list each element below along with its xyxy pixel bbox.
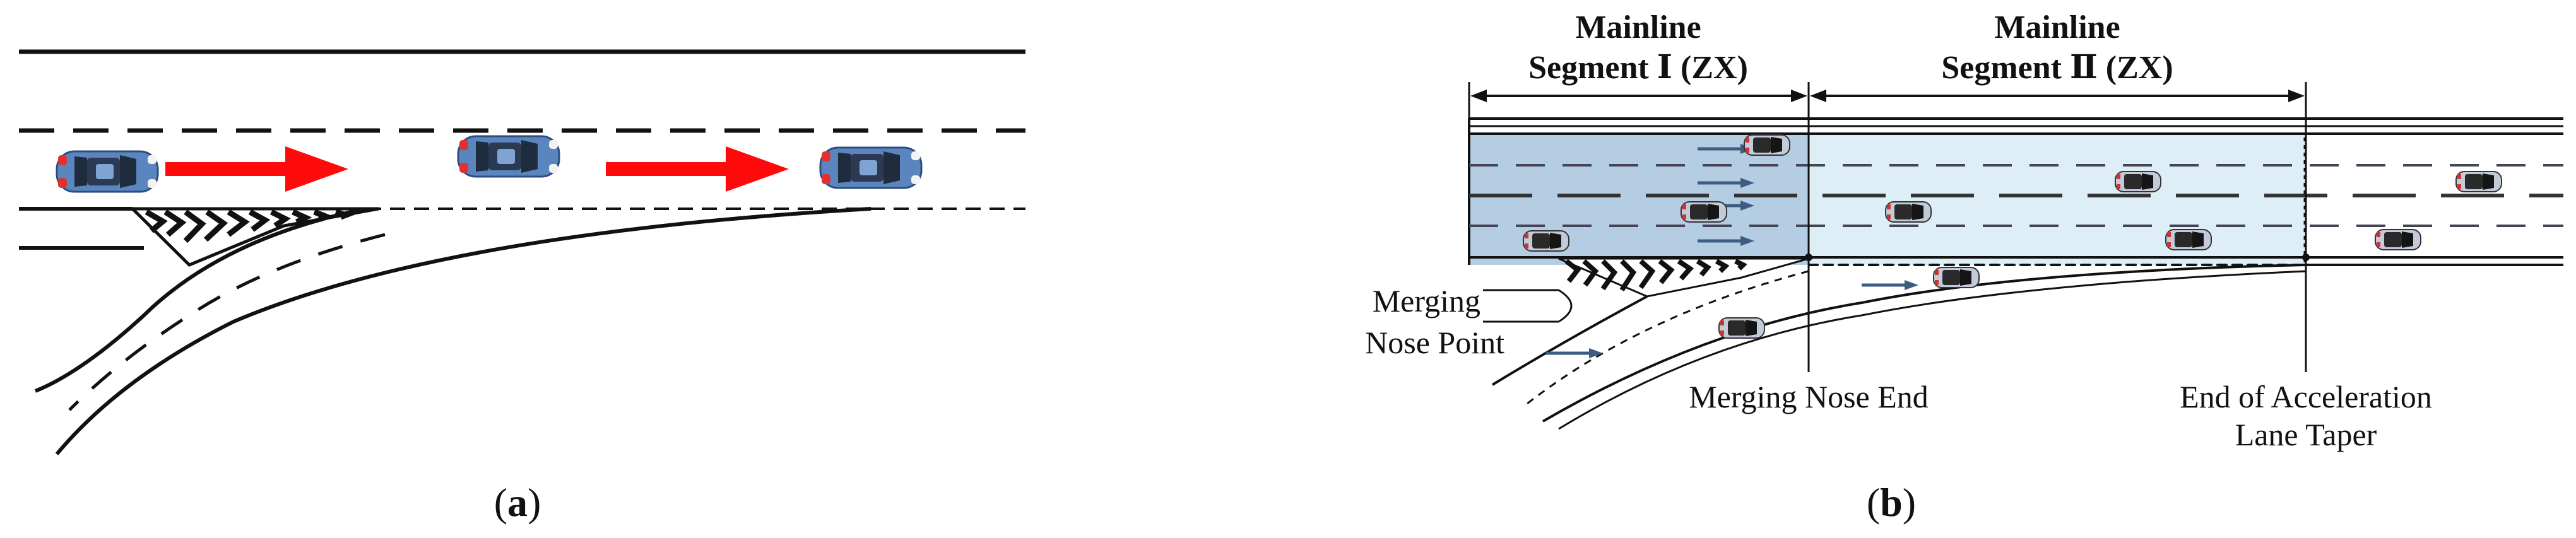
direction-arrow-icon — [1546, 348, 1603, 358]
segment1-label-line1: Mainline — [1575, 9, 1701, 45]
car-icon — [1885, 201, 1932, 223]
car-icon — [2375, 229, 2421, 250]
car-icon — [2455, 171, 2502, 192]
car-icon — [1681, 201, 1727, 223]
ramp-inner-edge — [34, 208, 360, 393]
direction-arrow-icon — [1862, 280, 1918, 290]
segment2-label-line1: Mainline — [1994, 9, 2120, 45]
panel-b: Mainline Segment Ⅰ (ZX) Mainline Segment… — [1365, 9, 2563, 525]
car-icon — [1718, 317, 1765, 339]
gore-hatching — [1558, 257, 1809, 298]
merging-nose-end-label: Merging Nose End — [1689, 379, 1929, 414]
merging-nose-point-line2: Nose Point — [1365, 325, 1504, 360]
car-icon — [1523, 230, 1569, 252]
accel-end-label-line1: End of Acceleration — [2180, 379, 2432, 414]
car-icon — [2115, 171, 2161, 192]
car-icon — [56, 150, 159, 193]
accel-end-label-line2: Lane Taper — [2235, 417, 2377, 452]
panel-a: (a) — [19, 49, 1025, 525]
merging-nose-point-line1: Merging — [1373, 283, 1480, 319]
caption-a: (a) — [494, 480, 541, 525]
segment2-area — [1809, 134, 2305, 265]
direction-arrow-icon — [165, 146, 348, 192]
caption-b: (b) — [1867, 480, 1916, 525]
car-icon — [2165, 229, 2212, 250]
car-icon — [1933, 267, 1980, 288]
segment2-label-line2: Segment Ⅱ (ZX) — [1941, 50, 2173, 86]
ramp-outer-edge — [55, 207, 871, 455]
car-icon — [819, 146, 923, 189]
car-icon — [457, 135, 560, 178]
ramp-center-dashed — [68, 233, 386, 411]
segment1-label-line2: Segment Ⅰ (ZX) — [1528, 50, 1748, 86]
gore-hatching — [128, 207, 379, 267]
direction-arrow-icon — [606, 146, 789, 192]
car-icon — [1744, 134, 1790, 156]
